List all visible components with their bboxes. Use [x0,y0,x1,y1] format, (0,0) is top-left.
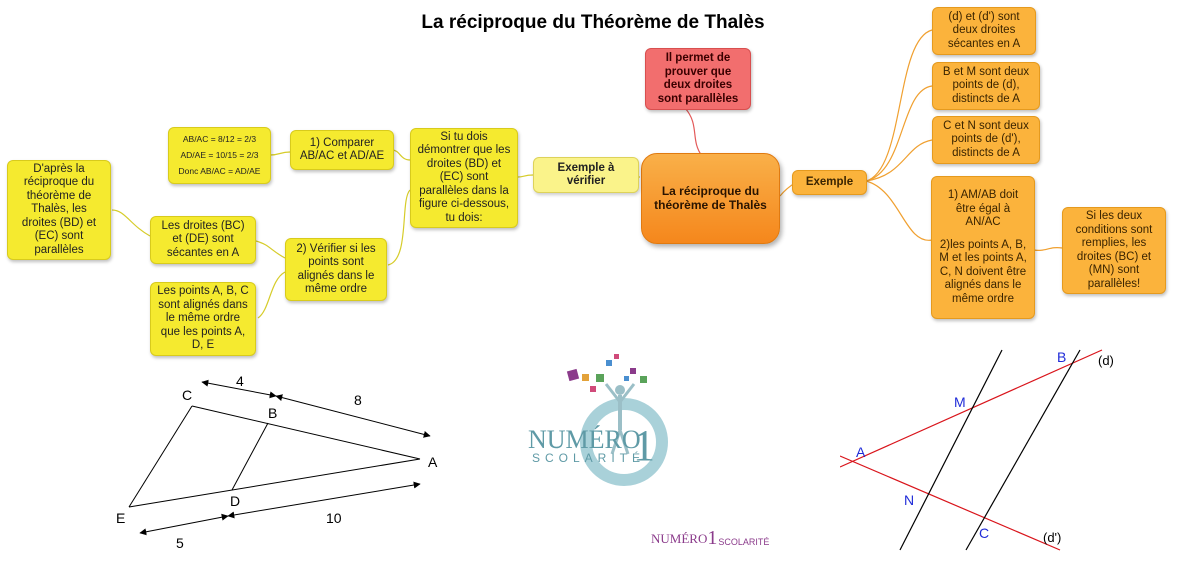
connector-cond-4 [865,180,933,241]
connector-intro [517,174,534,178]
connector-step2 [387,189,411,266]
arrow-DA [227,481,421,519]
line-MN [899,349,1003,551]
page-title: La réciproque du Théorème de Thalès [421,12,765,33]
condition-node-1: (d) et (d') sont deux droites sécantes e… [932,7,1036,55]
step1-calcs-node: AB/AC = 8/12 = 2/3 AD/AE = 10/15 = 2/3 D… [168,127,271,184]
conclusion-node: D'après la réciproque du théorème de Tha… [7,160,111,260]
segment-CA [191,405,421,460]
logo-blocks-icon [566,354,647,392]
small-logo-sub: SCOLARITÉ [718,537,770,547]
step2-lines-node: Les droites (BC) et (DE) sont sécantes e… [150,216,256,264]
numero1-logo: NUMÉRO 1 SCOLARITÉ [528,354,668,486]
connector-result [1033,246,1063,252]
requirements-node: 1) AM/AB doit être égal à AN/AC 2)les po… [931,176,1035,319]
segment-CE [128,405,193,508]
calc-line-3: Donc AB/AC = AD/AE [178,166,261,176]
numero1-logo-small: NUMÉRO 1 SCOLARITÉ [651,525,771,549]
line-d [840,349,1103,468]
label-E: E [116,510,125,526]
length-BA: 8 [354,392,362,408]
label-N: N [904,492,914,508]
label-B2: B [1057,349,1066,365]
arrow-BA [275,394,431,438]
condition-node-3: C et N sont deux points de (d'), distinc… [932,116,1040,164]
label-line-d-prime: (d') [1043,530,1061,545]
arrow-ED [139,513,229,536]
example-node: Exemple [792,170,867,195]
logo-ring [580,398,668,486]
triangle-figure: C B A D E 4 8 5 10 [116,373,438,551]
parallel-lines-figure: A M B N C (d) (d') [840,349,1114,551]
length-DA: 10 [326,510,342,526]
result-node: Si les deux conditions sont remplies, le… [1062,207,1166,294]
requirement-2: 2)les points A, B, M et les points A, C,… [939,238,1027,305]
line-d-prime [840,455,1061,551]
connector-step2b [257,271,286,319]
label-M: M [954,394,966,410]
step2-node: 2) Vérifier si les points sont alignés d… [285,238,387,301]
connector-cond-3 [865,139,933,182]
verify-intro-node: Si tu dois démontrer que les droites (BD… [410,128,518,228]
arrow-CB [201,379,277,399]
central-node: La réciproque du théorème de Thalès [641,153,780,244]
step1-node: 1) Comparer AB/AC et AD/AE [290,130,394,170]
label-A: A [428,454,438,470]
connector-calcs [269,151,291,156]
logo-sub-text: SCOLARITÉ [532,450,645,465]
logo-main-text: NUMÉRO [528,425,641,454]
small-logo-digit: 1 [707,527,718,549]
purpose-node: Il permet de prouver que deux droites so… [645,48,751,110]
connector-purpose [684,107,703,157]
label-C2: C [979,525,989,541]
label-C: C [182,387,192,403]
logo-digit: 1 [633,421,655,470]
connector-step1 [391,149,411,161]
length-CB: 4 [236,373,244,389]
label-line-d: (d) [1098,353,1114,368]
logo-figure-icon [604,383,636,455]
small-logo-main: NUMÉRO [651,531,708,546]
connector-conclusion [111,209,151,237]
label-D: D [230,493,240,509]
calc-line-1: AB/AC = 8/12 = 2/3 [182,134,257,144]
connector-cond-1 [865,29,933,182]
calc-line-2: AD/AE = 10/15 = 2/3 [180,150,259,160]
requirement-1: 1) AM/AB doit être égal à AN/AC [947,189,1019,228]
segment-EA [128,458,421,508]
label-B: B [268,405,277,421]
verify-node: Exemple à vérifier [533,157,639,193]
step2-order-node: Les points A, B, C sont alignés dans le … [150,282,256,356]
length-ED: 5 [176,535,184,551]
segment-BD [231,422,269,491]
connector-step2a [255,240,286,259]
connector-cond-2 [865,85,933,182]
label-A2: A [856,444,866,460]
condition-node-2: B et M sont deux points de (d), distinct… [932,62,1040,110]
line-BC [965,349,1081,551]
